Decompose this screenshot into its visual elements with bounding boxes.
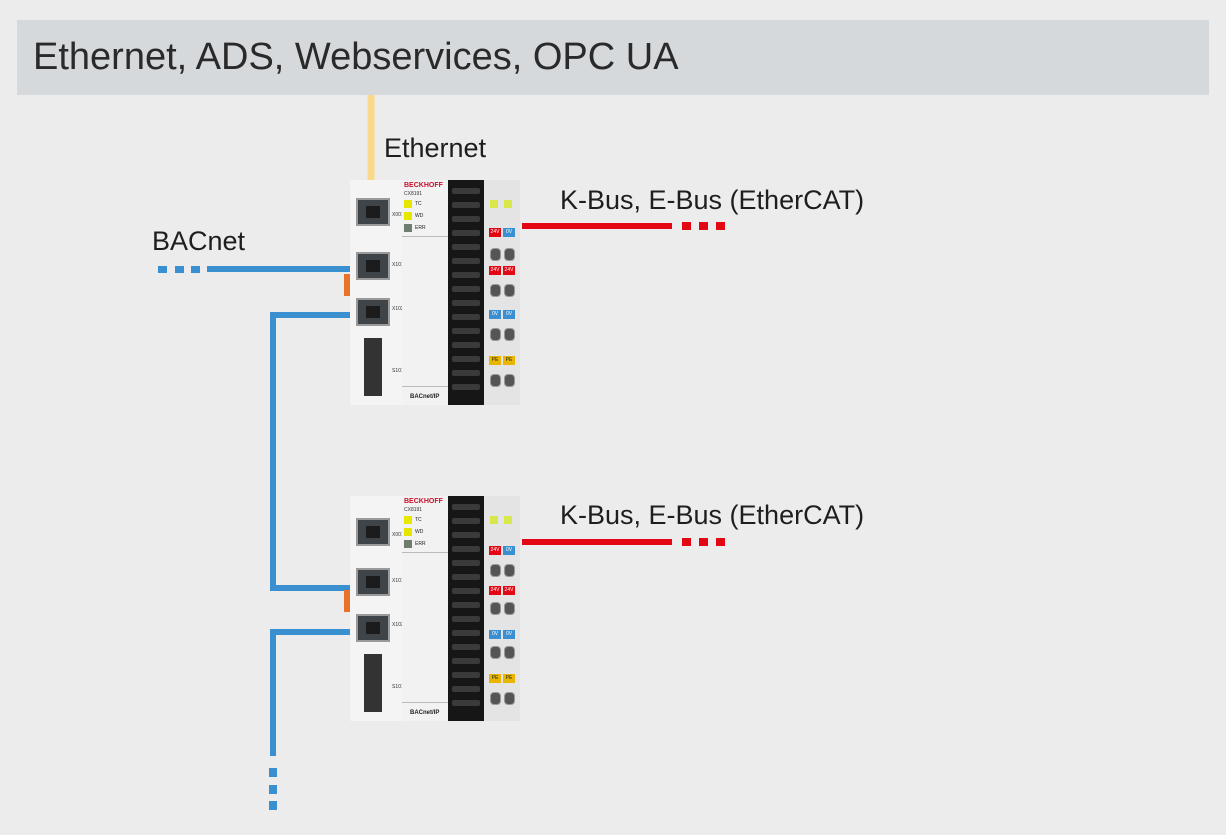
banner-title: Ethernet, ADS, Webservices, OPC UA — [33, 36, 679, 78]
kbus-label-bottom: K-Bus, E-Bus (EtherCAT) — [560, 500, 865, 530]
terminal-0v: 0V — [489, 310, 501, 319]
controller-device-1: X001 X101 X102 S101 BECKHOFF CX8191 TC W… — [344, 180, 520, 405]
power-led — [504, 200, 512, 208]
led-wd — [404, 528, 412, 536]
bacnet-input-dashes — [158, 266, 200, 273]
led-label: ERR — [415, 225, 426, 231]
port-label: X102 — [392, 306, 404, 312]
terminal-0v: 0V — [503, 546, 515, 555]
port-label: X101 — [392, 262, 404, 268]
power-led — [504, 516, 512, 524]
led-label: ERR — [415, 541, 426, 547]
dip-switch — [364, 654, 382, 712]
bacnet-port-x101 — [356, 252, 390, 280]
divider — [402, 552, 448, 553]
terminal-24v: 24V — [503, 586, 515, 595]
divider — [402, 236, 448, 237]
power-led — [490, 516, 498, 524]
screw-icon — [490, 564, 501, 577]
ebus-dashes-top — [682, 222, 725, 230]
led-label: WD — [415, 529, 424, 535]
port-label: X101 — [392, 578, 404, 584]
led-tc — [404, 200, 412, 208]
terminal-24v: 24V — [489, 586, 501, 595]
bacnet-label: BACnet — [152, 226, 246, 256]
led-err — [404, 224, 412, 232]
terminal-24v: 24V — [489, 266, 501, 275]
device-front-panel: BECKHOFF CX8191 TC WD ERR BACnet/IP — [402, 496, 448, 721]
dip-switch — [364, 338, 382, 396]
screw-icon — [504, 328, 515, 341]
terminal-0v: 0V — [503, 228, 515, 237]
bacnet-port-x101 — [356, 568, 390, 596]
device-front-panel: BECKHOFF CX8191 TC WD ERR BACnet/IP — [402, 180, 448, 405]
terminal-pe: PE — [489, 356, 501, 365]
screw-icon — [490, 248, 501, 261]
ethernet-port-x001 — [356, 198, 390, 226]
power-led — [490, 200, 498, 208]
screw-icon — [504, 284, 515, 297]
led-label: TC — [415, 517, 422, 523]
ebus-dashes-bottom — [682, 538, 725, 546]
terminal-0v: 0V — [489, 630, 501, 639]
port-label: X001 — [392, 532, 404, 538]
cooling-fins — [448, 496, 484, 721]
ethernet-label: Ethernet — [384, 133, 487, 163]
terminal-pe: PE — [503, 674, 515, 683]
switch-label: S101 — [392, 684, 404, 690]
switch-label: S101 — [392, 368, 404, 374]
screw-icon — [490, 602, 501, 615]
screw-icon — [490, 374, 501, 387]
port-label: X001 — [392, 212, 404, 218]
screw-icon — [490, 284, 501, 297]
screw-icon — [490, 328, 501, 341]
ethernet-port-x001 — [356, 518, 390, 546]
bacnet-cable-link — [270, 312, 378, 591]
led-tc — [404, 516, 412, 524]
protocol-banner: Ethernet, ADS, Webservices, OPC UA — [17, 20, 1209, 95]
screw-icon — [504, 248, 515, 261]
cooling-fins — [448, 180, 484, 405]
port-label: X102 — [392, 622, 404, 628]
led-label: TC — [415, 201, 422, 207]
terminal-pe: PE — [489, 674, 501, 683]
bacnet-output-dashes — [269, 768, 277, 810]
orange-clip — [344, 274, 350, 296]
screw-icon — [504, 646, 515, 659]
led-err — [404, 540, 412, 548]
screw-icon — [504, 602, 515, 615]
terminal-0v: 0V — [503, 310, 515, 319]
brand-logo: BECKHOFF — [404, 182, 443, 189]
power-terminal: 24V 0V 24V 24V 0V 0V PE PE — [484, 180, 520, 405]
screw-icon — [490, 692, 501, 705]
screw-icon — [504, 564, 515, 577]
device-port-panel — [344, 496, 403, 721]
screw-icon — [504, 374, 515, 387]
power-terminal: 24V 0V 24V 24V 0V 0V PE PE — [484, 496, 520, 721]
terminal-pe: PE — [503, 356, 515, 365]
orange-clip — [344, 590, 350, 612]
protocol-label: BACnet/IP — [410, 394, 440, 400]
model-label: CX8191 — [404, 507, 423, 513]
led-label: WD — [415, 213, 424, 219]
device-port-panel — [344, 180, 403, 405]
screw-icon — [490, 646, 501, 659]
terminal-24v: 24V — [489, 546, 501, 555]
terminal-24v: 24V — [503, 266, 515, 275]
bacnet-port-x102 — [356, 298, 390, 326]
controller-device-2: X001 X101 X102 S101 BECKHOFF CX8191 TC W… — [344, 496, 520, 721]
led-wd — [404, 212, 412, 220]
divider — [402, 386, 448, 387]
terminal-0v: 0V — [503, 630, 515, 639]
terminal-24v: 24V — [489, 228, 501, 237]
divider — [402, 702, 448, 703]
bacnet-port-x102 — [356, 614, 390, 642]
protocol-label: BACnet/IP — [410, 710, 440, 716]
kbus-label-top: K-Bus, E-Bus (EtherCAT) — [560, 185, 865, 215]
screw-icon — [504, 692, 515, 705]
bacnet-cable-out — [270, 629, 378, 756]
brand-logo: BECKHOFF — [404, 498, 443, 505]
model-label: CX8191 — [404, 191, 423, 197]
